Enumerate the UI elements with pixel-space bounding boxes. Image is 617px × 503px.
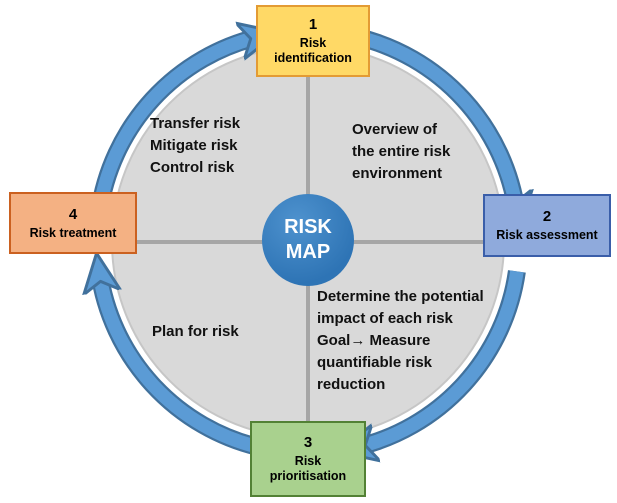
note-line: environment — [352, 165, 443, 182]
quadrant-note-top-left: Transfer risk Mitigate risk Control risk — [150, 113, 240, 179]
note-line: quantifiable risk — [317, 354, 433, 371]
stage-number: 4 — [68, 205, 78, 223]
stage-number: 1 — [308, 16, 318, 33]
stage-label: Risk assessment — [496, 228, 598, 242]
note-line: Transfer risk — [150, 115, 241, 132]
note-line: impact of each risk — [317, 310, 453, 327]
note-line: Plan for risk — [152, 323, 239, 340]
note-line: the entire risk — [352, 143, 451, 160]
hub-title-line: MAP — [285, 241, 331, 263]
cycle-arrow-1-to-2 — [353, 29, 517, 212]
stage-box-risk-treatment: 4 Risk treatment — [9, 192, 137, 254]
note-line: Control risk — [150, 159, 235, 176]
risk-map-hub: RISK MAP — [262, 194, 354, 286]
stage-number: 3 — [303, 434, 313, 451]
stage-label: Risk prioritisation — [269, 454, 347, 483]
stage-box-risk-prioritisation: 3 Risk prioritisation — [250, 421, 366, 497]
note-line: Goal→ Measure — [317, 332, 431, 349]
note-line: Determine the potential — [317, 288, 484, 305]
cycle-arrow-2-to-3 — [356, 270, 524, 447]
stage-box-risk-assessment: 2 Risk assessment — [483, 194, 611, 257]
cycle-arrow-3-to-4 — [99, 271, 263, 455]
hub-title-line: RISK — [284, 216, 332, 238]
quadrant-note-bottom-left: Plan for risk — [152, 321, 239, 343]
stage-label: Risk treatment — [29, 225, 117, 240]
stage-box-risk-identification: 1 Risk identification — [256, 5, 370, 77]
stage-label: Risk identification — [274, 36, 352, 65]
quadrant-note-top-right: Overview of the entire risk environment — [352, 119, 450, 185]
quadrant-note-bottom-right: Determine the potential impact of each r… — [317, 286, 484, 396]
note-line: Mitigate risk — [150, 137, 238, 154]
cycle-arrow-4-to-1 — [92, 36, 260, 214]
note-line: reduction — [317, 376, 386, 393]
stage-number: 2 — [542, 208, 552, 225]
note-line: Overview of — [352, 121, 438, 138]
